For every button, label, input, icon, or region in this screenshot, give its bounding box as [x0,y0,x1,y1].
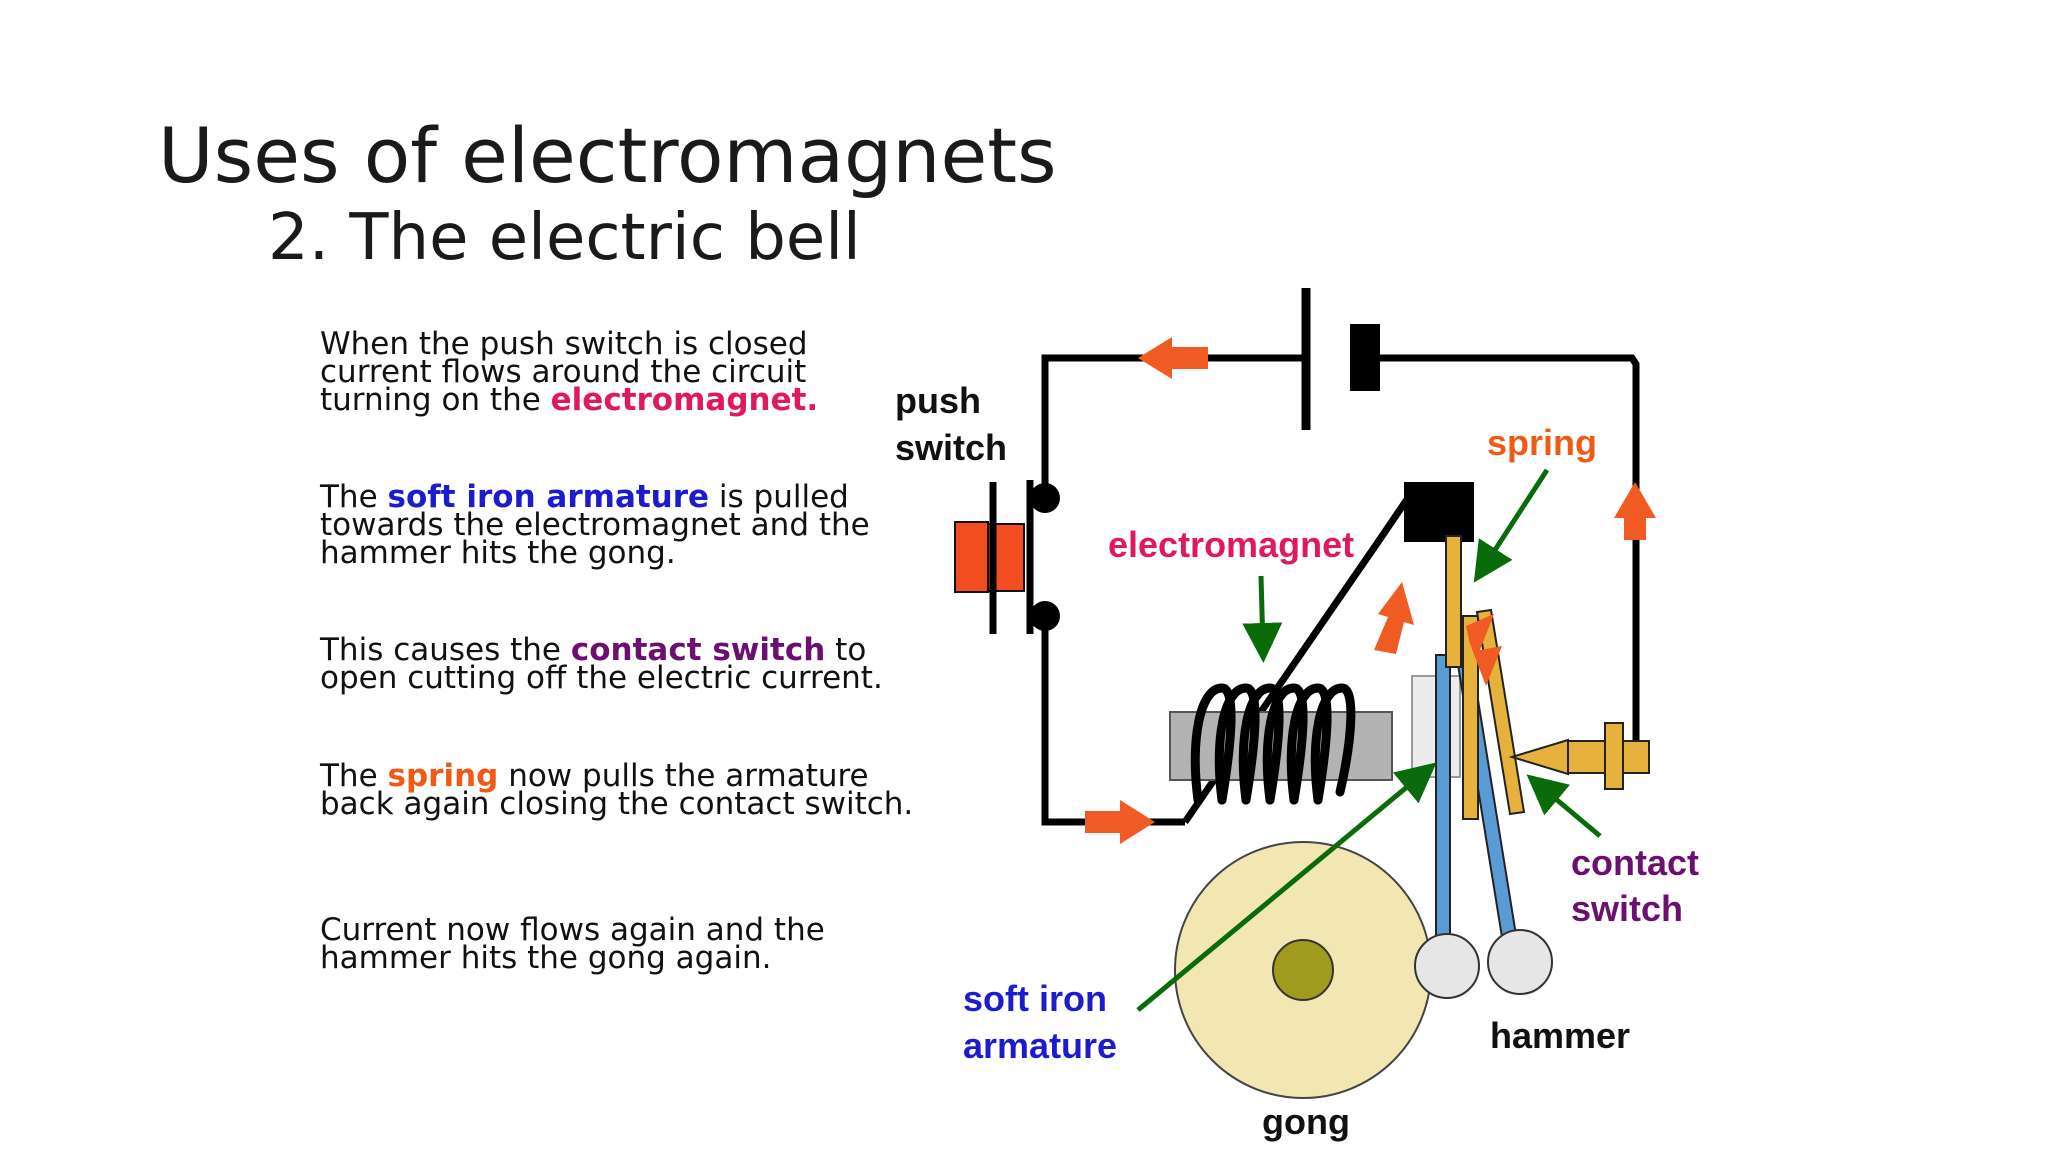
current-arrow [1614,482,1656,540]
label-contact: contact [1571,842,1699,883]
current-arrow [1085,800,1155,844]
term-contact-switch: contact switch [570,632,826,668]
label-switch: switch [895,427,1007,468]
paragraph-push-switch: When the push switch is closed current f… [320,326,819,418]
label-push: push [895,380,981,421]
current-arrows [1085,337,1656,844]
pointer-arrow [1136,762,1437,1012]
push-switch [954,480,1060,634]
pointer-arrow [1473,468,1550,583]
coil [1190,683,1356,805]
slide-title: Uses of electromagnets [158,111,1057,200]
term-spring: spring [387,758,499,794]
paragraph-spring: The spring now pulls the armature back a… [320,758,914,822]
label-armature: armature [963,1025,1117,1066]
current-arrow [1138,337,1208,379]
pointer-arrow [1526,774,1602,838]
term-electromagnet: electromagnet. [550,382,819,418]
label-gong: gong [1262,1101,1350,1142]
battery-symbol [1301,288,1380,430]
pointer-arrow [1242,575,1283,663]
paragraph-current-again: Current now flows again and the hammer h… [320,912,825,976]
label-soft-iron: soft iron [963,978,1107,1019]
paragraph-contact-switch: This causes the contact switch to open c… [320,632,883,696]
pointer-arrows [1136,468,1602,1012]
label-contact-switch: switch [1571,888,1683,929]
label-electromagnet: electromagnet [1108,524,1354,565]
slide-subtitle: 2. The electric bell [268,201,861,275]
label-hammer: hammer [1490,1015,1630,1056]
paragraph-armature: The soft iron armature is pulled towards… [320,479,870,571]
contact-screw [1508,722,1650,790]
current-arrow [1466,614,1502,686]
electromagnet [1169,675,1461,805]
current-arrow [1374,582,1414,654]
term-soft-iron-armature: soft iron armature [387,479,710,515]
spring-mount-block [1404,482,1474,542]
label-spring: spring [1487,422,1597,463]
gong [1174,841,1432,1099]
hammer-heads [1414,929,1553,999]
